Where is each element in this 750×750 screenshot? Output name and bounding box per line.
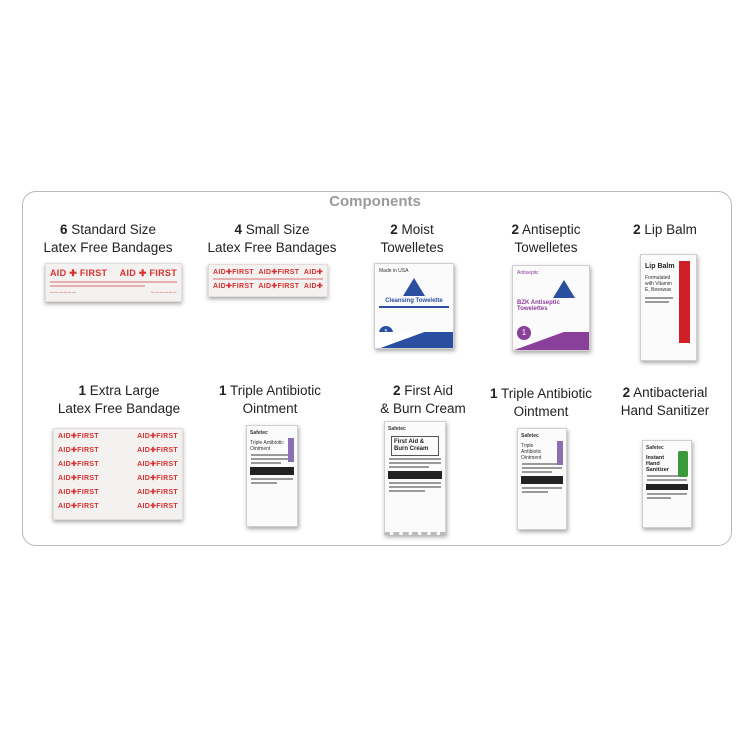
item-line2: Latex Free Bandages (43, 240, 173, 255)
triple-antibiotic-image: Safetec Triple Antibiotic Ointment (246, 425, 298, 527)
item-caption: 2 First Aid & Burn Cream (348, 382, 498, 418)
dynarex-logo-icon (403, 278, 425, 296)
triple-antibiotic-image: Safetec Triple Antibiotic Ointment (517, 428, 567, 530)
item-line1: Triple Antibiotic (229, 383, 322, 398)
panel-title: Components (329, 193, 421, 210)
pack-title: Triple Antibiotic Ointment (521, 443, 542, 461)
moist-towelette-image: Made in USA Cleansing Towelette 1 (374, 263, 454, 349)
item-line1: Lip Balm (644, 222, 697, 237)
item-line1: Triple Antibiotic (500, 386, 593, 401)
pack-brand: Safetec (388, 426, 406, 432)
pack-title: Lip Balm (645, 263, 675, 270)
pack-title: Instant Hand Sanitizer (646, 455, 669, 473)
burn-cream-image: Safetec First Aid & Burn Cream (384, 421, 446, 535)
pack-title: BZK Antiseptic Towelettes (517, 300, 560, 312)
lip-balm-image: Lip Balm Formulated with Vitamin E, Bees… (640, 254, 697, 361)
item-line2: Ointment (513, 404, 569, 419)
item-line2: Hand Sanitizer (620, 403, 710, 418)
pack-title: First Aid & Burn Cream (391, 436, 439, 456)
item-line1: First Aid (404, 383, 454, 398)
item-caption: 6 Standard Size Latex Free Bandages (33, 221, 183, 257)
item-line1: Standard Size (71, 222, 157, 237)
pack-brand: Safetec (250, 430, 268, 436)
item-qty: 2 (622, 385, 631, 400)
item-line1: Small Size (245, 222, 310, 237)
pack-title: Cleansing Towelette (385, 298, 443, 304)
item-caption: 1 Extra Large Latex Free Bandage (44, 382, 194, 418)
pack-brand: Safetec (646, 445, 664, 451)
item-line2: Latex Free Bandages (207, 240, 337, 255)
item-caption: 2 Lip Balm (590, 221, 740, 239)
pack-brand: Safetec (521, 433, 539, 439)
item-caption: 2 Antiseptic Towelletes (471, 221, 621, 257)
pack-title: Triple Antibiotic Ointment (250, 440, 284, 452)
item-qty: 1 (78, 383, 86, 398)
hand-sanitizer-image: Safetec Instant Hand Sanitizer (642, 440, 692, 528)
item-line2: Latex Free Bandage (57, 401, 181, 416)
item-line1: Antiseptic (522, 222, 581, 237)
standard-bandage-image: AID ✚ FIRST AID ✚ FIRST ~~~~~~~~~~~~ (45, 263, 182, 302)
antiseptic-towelette-image: Antiseptic BZK Antiseptic Towelettes 1 (512, 265, 590, 351)
item-qty: 1 (489, 386, 498, 401)
dynarex-logo-icon (553, 280, 575, 298)
item-qty: 2 (392, 383, 401, 398)
item-caption: 2 Moist Towelletes (337, 221, 487, 257)
item-qty: 4 (234, 222, 242, 237)
item-line1: Moist (401, 222, 434, 237)
item-line2: Ointment (242, 401, 298, 416)
item-line2: & Burn Cream (380, 401, 466, 416)
item-line1: Antibacterial (633, 385, 708, 400)
item-caption: 4 Small Size Latex Free Bandages (197, 221, 347, 257)
item-caption: 1 Triple Antibiotic Ointment (195, 382, 345, 418)
item-qty: 2 (633, 222, 641, 237)
item-line2: Towelletes (514, 240, 578, 255)
item-caption: 2 Antibacterial Hand Sanitizer (590, 384, 740, 420)
item-qty: 2 (511, 222, 519, 237)
item-qty: 2 (390, 222, 398, 237)
item-caption: 1 Triple Antibiotic Ointment (466, 385, 616, 421)
item-qty: 6 (59, 222, 68, 237)
item-line1: Extra Large (89, 383, 160, 398)
small-bandage-image: AID✚FIRST AID✚FIRST AID✚ AID✚FIRST AID✚F… (208, 264, 328, 297)
item-qty: 1 (218, 383, 227, 398)
item-line2: Towelletes (380, 240, 444, 255)
